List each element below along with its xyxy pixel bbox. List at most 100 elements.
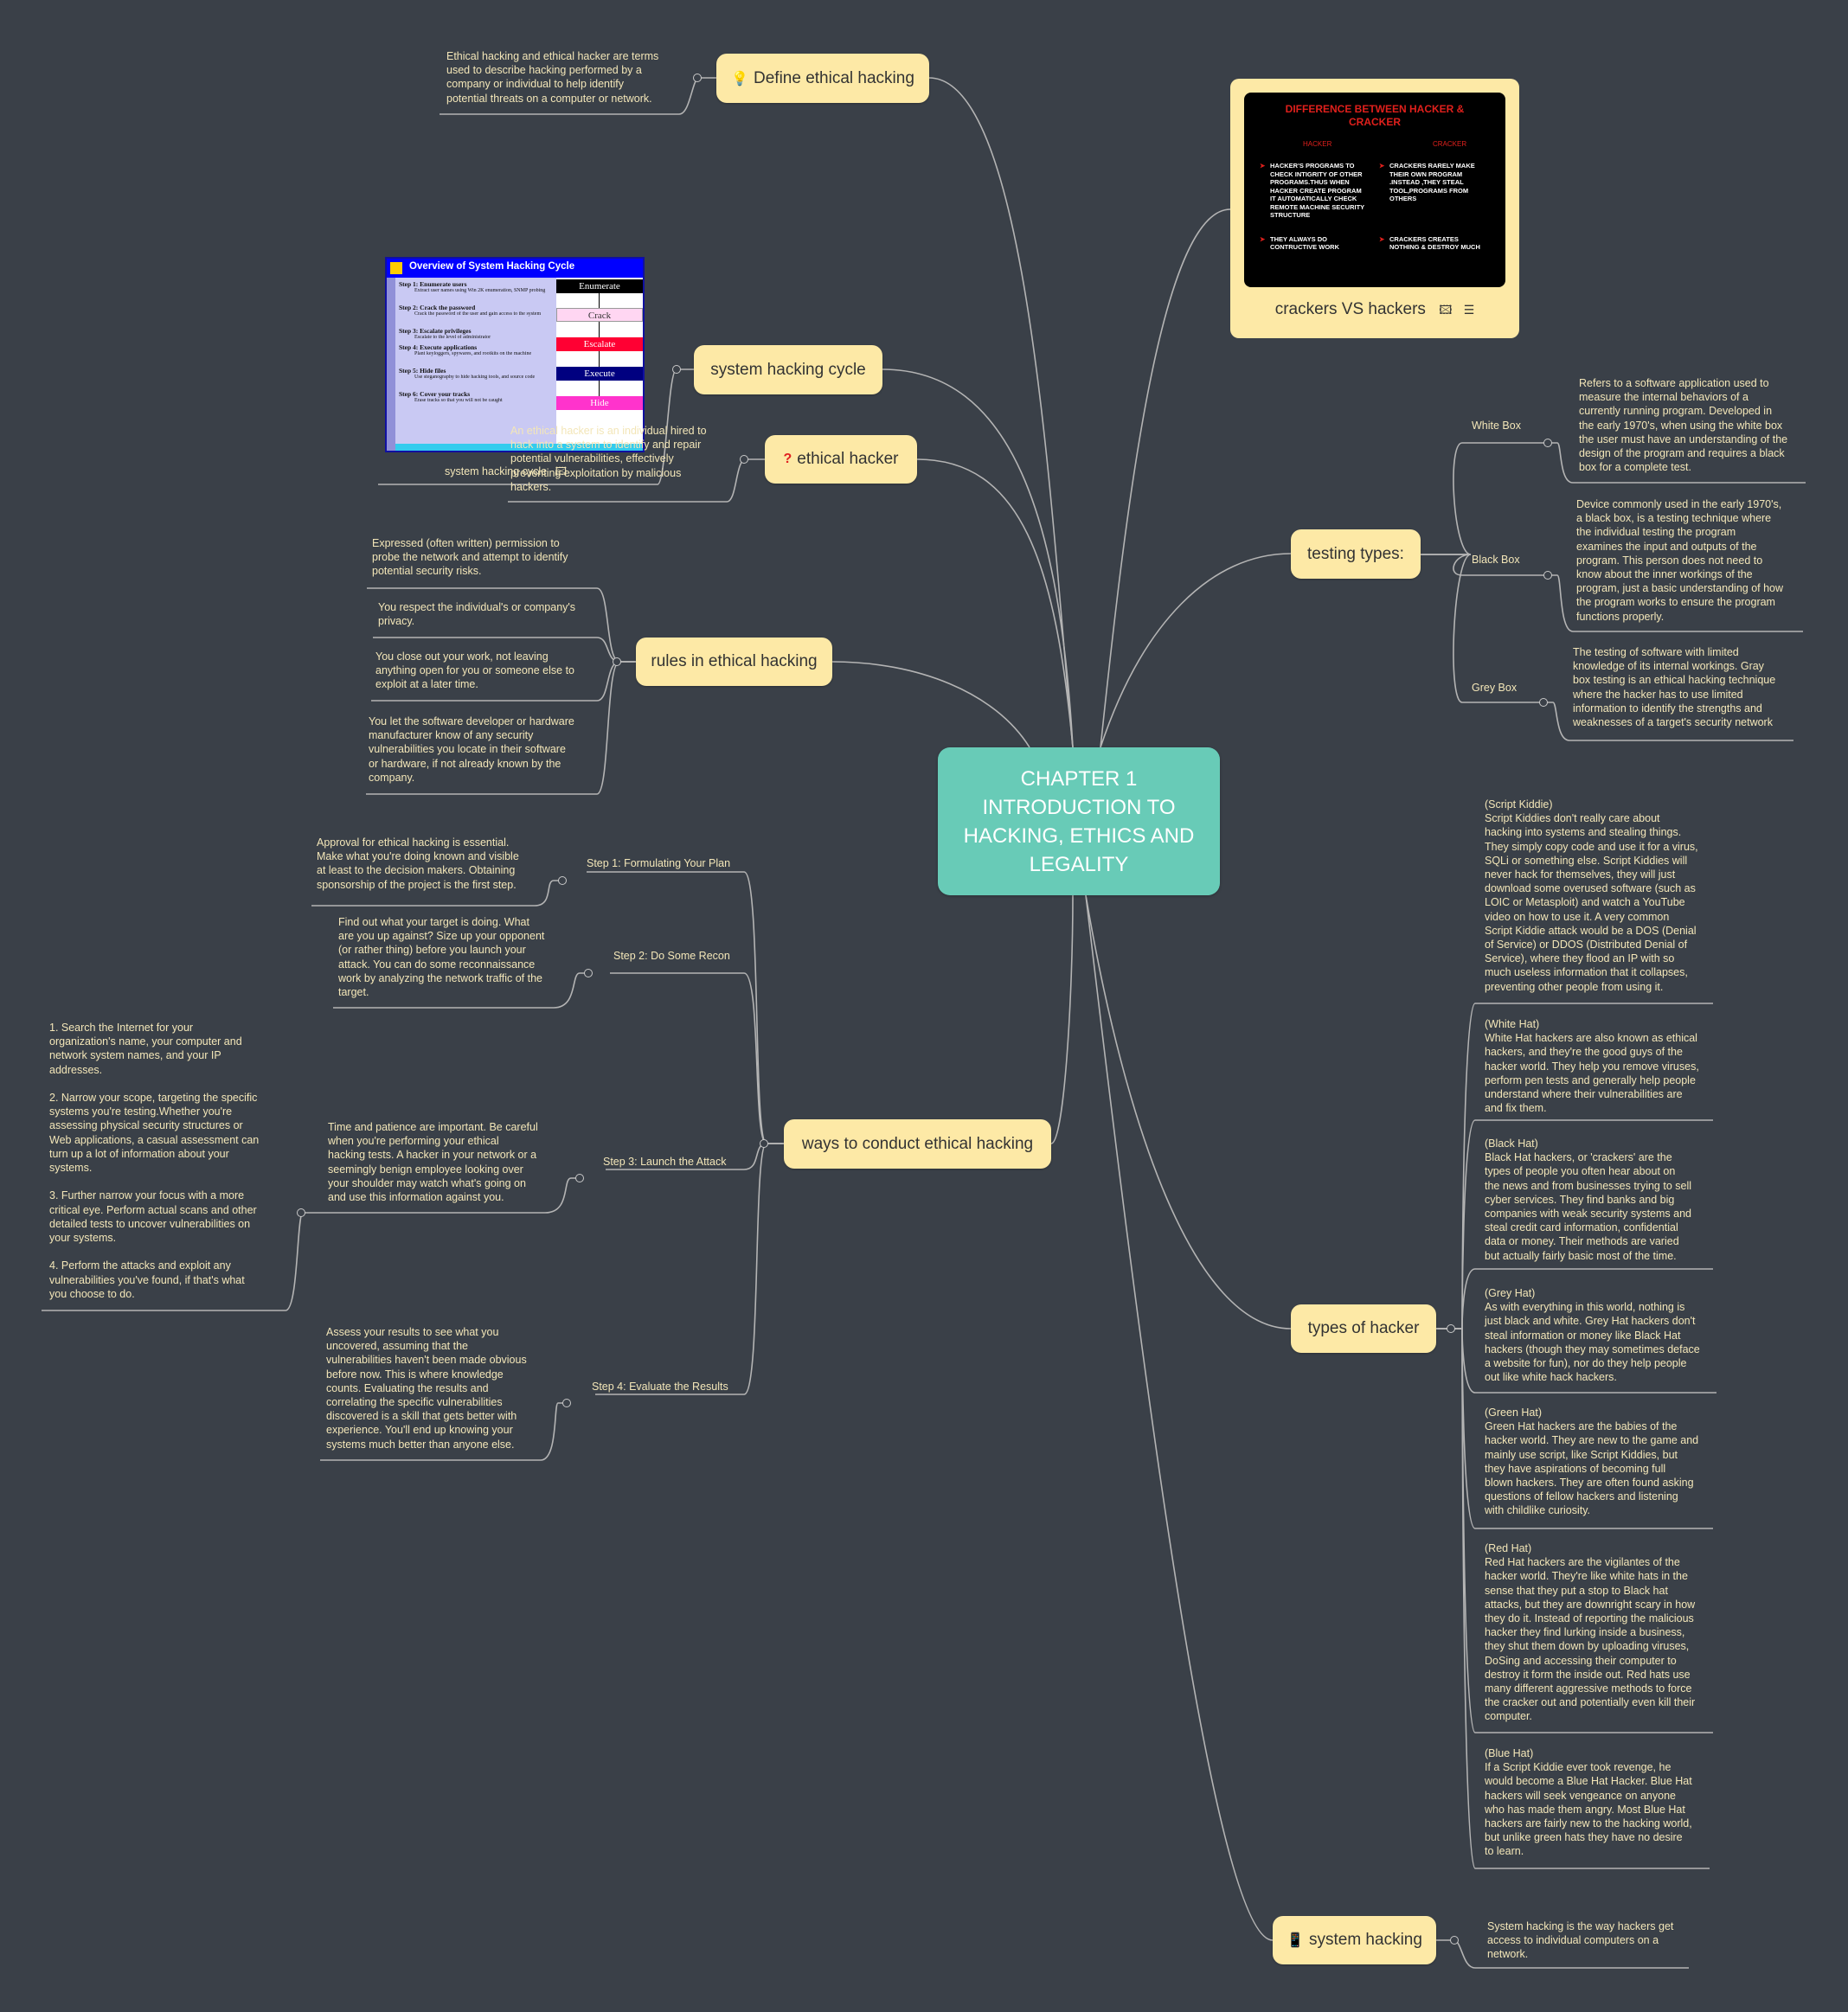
step-label[interactable]: Step 1: Formulating Your Plan (587, 857, 731, 869)
crackers-vs-hackers-image[interactable]: DIFFERENCE BETWEEN HACKER & CRACKER HACK… (1244, 93, 1505, 287)
node-label: rules in ethical hacking (651, 652, 818, 670)
node-rules-in-ethical-hacking[interactable]: rules in ethical hacking (636, 638, 832, 686)
node-handle[interactable] (575, 1174, 584, 1182)
node-handle[interactable] (584, 969, 593, 977)
node-handle[interactable] (562, 1399, 571, 1407)
hacker-type-note: (Red Hat) Red Hat hackers are the vigila… (1485, 1542, 1696, 1723)
node-label: testing types: (1307, 544, 1404, 563)
node-handle[interactable] (1539, 698, 1548, 707)
testing-type-label[interactable]: Grey Box (1472, 682, 1518, 694)
cycle-box: Hide (556, 396, 643, 410)
node-handle[interactable] (672, 365, 681, 374)
cycle-step-title: Step 6: Cover your tracks (399, 390, 471, 398)
node-label: ways to conduct ethical hacking (801, 1134, 1034, 1153)
node-handle[interactable] (740, 455, 748, 464)
node-types-of-hacker[interactable]: types of hacker (1291, 1304, 1436, 1353)
cycle-image-steps: Step 1: Enumerate users Extract user nam… (399, 279, 550, 407)
step-label[interactable]: Step 2: Do Some Recon (613, 950, 730, 962)
cycle-box: Enumerate (556, 279, 643, 293)
comparison-col-hacker: HACKER (1303, 140, 1332, 148)
node-handle[interactable] (1447, 1324, 1455, 1333)
caption-text: system hacking cycle (445, 465, 548, 477)
hacker-point: THEY ALWAYS DO CONTRUCTIVE WORK (1270, 234, 1339, 252)
node-ethical-hacker[interactable]: ? ethical hacker (765, 435, 917, 484)
step-note: Approval for ethical hacking is essentia… (317, 836, 519, 891)
node-handle[interactable] (1543, 571, 1552, 580)
node-label: system hacking cycle (710, 360, 866, 379)
node-system-hacking-cycle[interactable]: system hacking cycle (694, 345, 882, 394)
hacker-type-note: (Blue Hat) If a Script Kiddie ever took … (1485, 1747, 1692, 1858)
rule-item: You respect the individual's or company'… (378, 601, 576, 628)
node-ways-to-conduct-ethical-hacking[interactable]: ways to conduct ethical hacking (784, 1119, 1051, 1169)
rule-item: You close out your work, not leaving any… (375, 650, 575, 691)
cycle-step-title: Step 3: Escalate privileges (399, 327, 472, 335)
node-handle[interactable] (297, 1208, 305, 1217)
cycle-box: Crack (556, 308, 643, 322)
hacker-type-note: (Grey Hat) As with everything in this wo… (1485, 1287, 1700, 1384)
central-topic[interactable]: CHAPTER 1 INTRODUCTION TO HACKING, ETHIC… (938, 747, 1220, 895)
image-icon: 🖾 (1439, 303, 1453, 317)
hacker-type-note: (White Hat) White Hat hackers are also k… (1485, 1018, 1699, 1115)
cycle-image-title: Overview of System Hacking Cycle (409, 261, 575, 272)
rule-item: Expressed (often written) permission to … (372, 537, 568, 578)
step-note: Assess your results to see what you unco… (326, 1326, 527, 1451)
step-sub-note: 1. Search the Internet for your organiza… (49, 1022, 260, 1300)
rule-item: You let the software developer or hardwa… (369, 715, 574, 784)
node-handle[interactable] (613, 657, 621, 666)
cycle-step-sub: Extract user names using Win 2K enumerat… (414, 288, 546, 293)
cycle-step-title: Step 5: Hide files (399, 367, 446, 375)
cycle-image-flow: Enumerate Crack Escalate Execute Hide (556, 278, 643, 451)
hacker-point: HACKER'S PROGRAMS TO CHECK INTIGRITY OF … (1270, 162, 1365, 219)
node-label: Define ethical hacking (754, 68, 914, 87)
node-crackers-vs-hackers[interactable]: DIFFERENCE BETWEEN HACKER & CRACKER HACK… (1230, 79, 1519, 338)
step-label[interactable]: Step 4: Evaluate the Results (592, 1381, 728, 1393)
node-handle[interactable] (1450, 1936, 1459, 1945)
image-icon: 🖾 (555, 465, 568, 477)
cycle-step-sub: Erase tracks so that you will not be cau… (414, 398, 503, 403)
node-system-hacking[interactable]: 📱 system hacking (1273, 1916, 1436, 1964)
hacker-type-note: (Script Kiddie) Script Kiddies don't rea… (1485, 798, 1698, 993)
node-handle[interactable] (760, 1139, 768, 1148)
cycle-box: Execute (556, 367, 643, 381)
comparison-title: DIFFERENCE BETWEEN HACKER & CRACKER (1285, 103, 1465, 128)
note-ethical-hacker: An ethical hacker is an individual hired… (510, 425, 707, 493)
node-define-ethical-hacking[interactable]: 💡 Define ethical hacking (716, 54, 929, 103)
step-label[interactable]: Step 3: Launch the Attack (603, 1156, 727, 1168)
cycle-step-title: Step 2: Crack the password (399, 304, 476, 311)
phone-icon: 📱 (1287, 1933, 1304, 1948)
system-hacking-cycle-image[interactable]: Overview of System Hacking Cycle Step 1:… (385, 257, 645, 452)
step-note: Time and patience are important. Be care… (328, 1121, 538, 1204)
node-handle[interactable] (558, 876, 567, 885)
cycle-step-sub: Use steganography to hide hacking tools,… (414, 375, 536, 380)
node-handle[interactable] (1543, 439, 1552, 447)
cycle-box: Escalate (556, 337, 643, 351)
notes-icon: ☰ (1463, 303, 1475, 317)
cycle-step-title: Step 4: Execute applications (399, 343, 478, 351)
lightbulb-icon: 💡 (731, 71, 749, 87)
note-system-hacking: System hacking is the way hackers get ac… (1487, 1920, 1674, 1961)
testing-type-note: The testing of software with limited kno… (1573, 646, 1776, 729)
testing-type-label[interactable]: Black Box (1472, 554, 1520, 566)
node-handle[interactable] (693, 74, 702, 82)
node-testing-types[interactable]: testing types: (1291, 529, 1421, 579)
node-label: types of hacker (1307, 1319, 1420, 1337)
comparison-col-cracker: CRACKER (1433, 140, 1467, 148)
cycle-step-sub: Escalate to the level of administrator (414, 335, 491, 340)
testing-type-note: Refers to a software application used to… (1579, 377, 1788, 474)
cracker-point: CRACKERS CREATES NOTHING & DESTROY MUCH (1389, 234, 1480, 252)
cycle-image-caption: system hacking cycle 🖾 (445, 464, 567, 482)
step-note: Find out what your target is doing. What… (338, 916, 545, 999)
testing-type-note: Device commonly used in the early 1970's… (1576, 498, 1784, 623)
node-label: crackers VS hackers (1274, 300, 1426, 318)
cycle-step-title: Step 1: Enumerate users (399, 280, 467, 288)
cycle-step-sub: Crack the password of the user and gain … (414, 311, 542, 317)
cycle-step-sub: Plant keyloggers, spywares, and rootkits… (414, 351, 532, 356)
hacker-type-note: (Black Hat) Black Hat hackers, or 'crack… (1485, 1137, 1692, 1262)
node-label: system hacking (1308, 1931, 1422, 1949)
note-define-ethical-hacking: Ethical hacking and ethical hacker are t… (446, 50, 659, 105)
node-label: ethical hacker (797, 450, 899, 468)
hacker-type-note: (Green Hat) Green Hat hackers are the ba… (1485, 1406, 1699, 1517)
cracker-point: CRACKERS RARELY MAKE THEIR OWN PROGRAM .… (1389, 162, 1475, 202)
testing-type-label[interactable]: White Box (1472, 420, 1521, 432)
question-mark-icon: ? (783, 452, 792, 466)
